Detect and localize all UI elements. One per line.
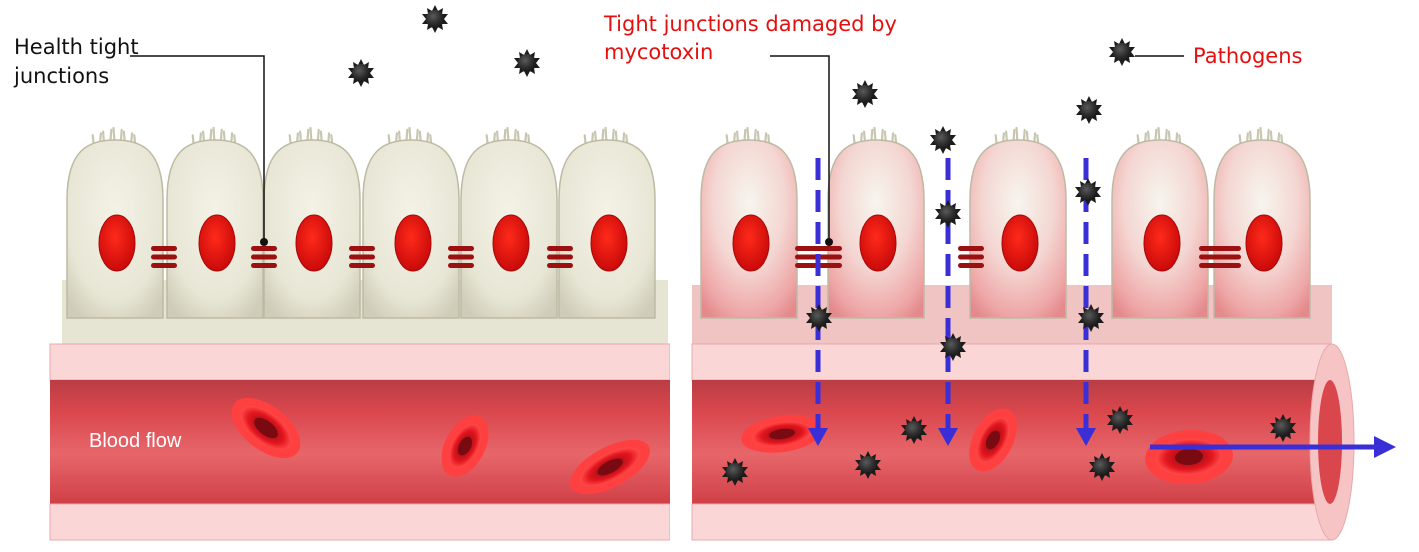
pathogen-icon (1076, 96, 1102, 124)
pathogen-icon (935, 200, 961, 228)
damaged-epithelial-cell (700, 126, 798, 319)
red-blood-cell-icon (741, 415, 823, 453)
pathogen-icon (930, 126, 956, 154)
vessel-wall-bottom (49, 503, 671, 541)
pathogen-icon (348, 59, 374, 87)
epithelial-cell (460, 126, 558, 319)
nucleus (1143, 214, 1181, 272)
leader-lines (130, 55, 1184, 240)
tight-junction (349, 246, 375, 268)
epithelial-cell (558, 126, 656, 319)
nucleus (394, 214, 432, 272)
vessel-wall-top (49, 343, 671, 381)
pathogens-label: Pathogens (1193, 44, 1303, 68)
nucleus (492, 214, 530, 272)
damaged-junctions-label-line-2: mycotoxin (604, 40, 714, 64)
damaged-epithelial-cells (700, 126, 1311, 319)
healthy-junction-leader (130, 55, 265, 240)
damaged-epithelial-cell (1111, 126, 1209, 319)
epithelial-cells (66, 126, 656, 319)
vessel-wall-top-damaged (691, 343, 1333, 381)
damaged-epithelial-cell (969, 126, 1067, 319)
pathogen-icon (852, 80, 878, 108)
red-blood-cell-icon (441, 415, 489, 477)
red-blood-cell-icon (969, 408, 1017, 472)
damaged-tight-junction (958, 246, 984, 268)
tight-junction (547, 246, 573, 268)
nucleus (295, 214, 333, 272)
damaged-tight-junction (1215, 246, 1241, 268)
damaged-junction-leader (770, 55, 830, 240)
tight-junction (251, 246, 277, 268)
systemic-spread-arrow (1150, 436, 1396, 458)
damaged-junctions-label: Tight junctions damaged by mycotoxin (604, 10, 897, 66)
nucleus (98, 214, 136, 272)
blood-flow-label: Blood flow (89, 430, 182, 452)
nucleus (590, 214, 628, 272)
epithelial-cell (66, 126, 164, 319)
damaged-epithelial-cell (827, 126, 925, 319)
tight-junction (448, 246, 474, 268)
damaged-epithelial-cell (1213, 126, 1311, 319)
nucleus (1245, 214, 1283, 272)
healthy-panel (49, 126, 671, 541)
red-blood-cell-icon (231, 397, 301, 459)
pathogen-icon (422, 5, 448, 33)
damaged-panel (691, 126, 1355, 541)
tight-junction (151, 246, 177, 268)
pathogen-icon (514, 49, 540, 77)
nucleus (1001, 214, 1039, 272)
epithelial-cell (263, 126, 361, 319)
vessel-wall-bottom-damaged (691, 503, 1333, 541)
damaged-junctions-label-line-1: Tight junctions damaged by (604, 12, 897, 36)
red-blood-cell-icon (570, 439, 650, 495)
epithelial-cell (166, 126, 264, 319)
nucleus (732, 214, 770, 272)
healthy-junctions-label-line-1: Health tight (14, 35, 139, 59)
healthy-junctions-label-line-2: junctions (14, 64, 110, 88)
nucleus (198, 214, 236, 272)
pathogen-icon (1109, 38, 1135, 66)
healthy-junctions-label: Health tight junctions (14, 33, 139, 91)
red-blood-cells (231, 397, 1233, 495)
nucleus (859, 214, 897, 272)
epithelial-cell (362, 126, 460, 319)
pathogen-icon (1075, 178, 1101, 206)
vessel-lumen (50, 380, 670, 504)
